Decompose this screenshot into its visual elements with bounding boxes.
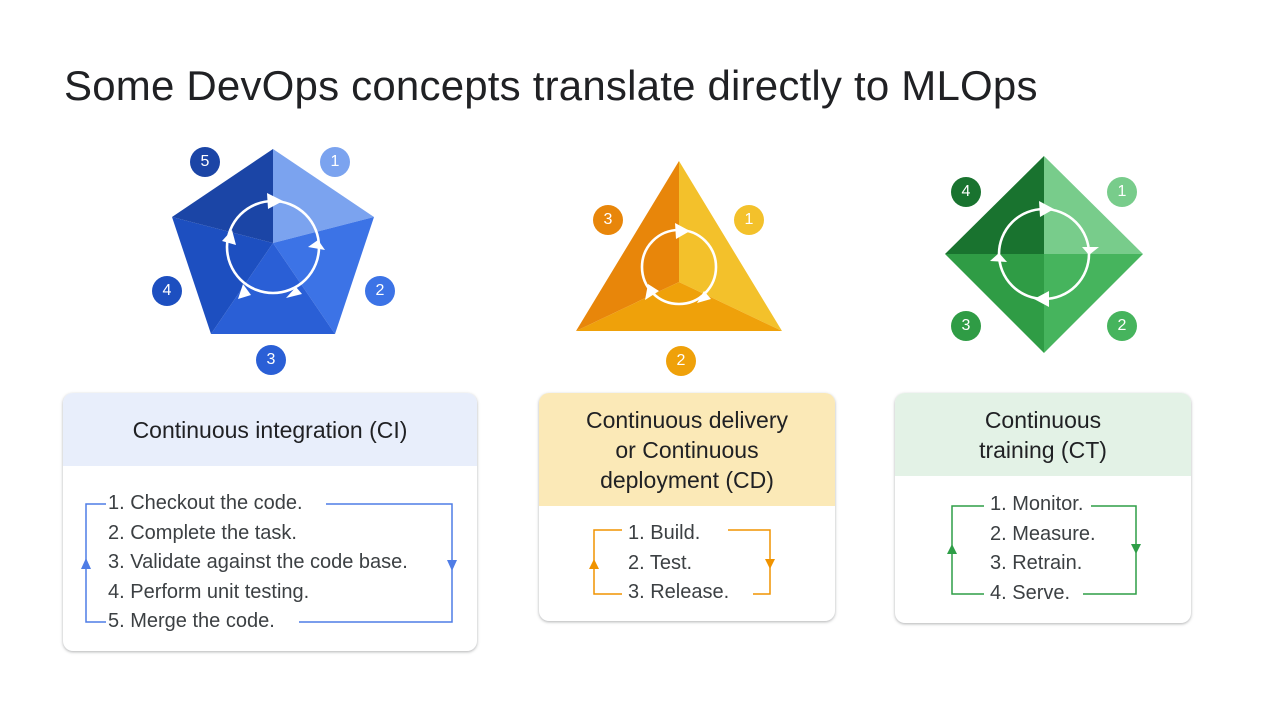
cd-heading-line: Continuous delivery — [585, 406, 788, 433]
list-item: 2. Complete the task. — [108, 521, 297, 544]
cd-heading-line: deployment (CD) — [600, 466, 774, 493]
list-item: 2. Test. — [628, 551, 693, 574]
ci-step-badge-1: 1 — [320, 147, 350, 177]
ci-card-header: Continuous integration (CI) — [63, 393, 477, 466]
list-item: 4. Perform unit testing. — [108, 580, 310, 603]
ci-step-badge-4: 4 — [152, 276, 182, 306]
ci-step-badge-2: 2 — [365, 276, 395, 306]
cd-card: Continuous delivery or Continuous deploy… — [539, 393, 835, 621]
ct-card-header: Continuous training (CT) — [895, 393, 1191, 476]
ci-step-list: 1. Checkout the code. 2. Complete the ta… — [108, 489, 408, 637]
ci-pentagon-icon — [172, 149, 374, 334]
cd-step-badge-1: 1 — [734, 205, 764, 235]
list-item: 1. Monitor. — [990, 493, 1084, 515]
list-item: 3. Validate against the code base. — [108, 551, 408, 573]
list-item: 4. Serve. — [990, 581, 1071, 604]
ci-loop-arrow — [81, 503, 457, 623]
list-item: 1. Checkout the code. — [108, 492, 303, 514]
ci-step-badge-3: 3 — [256, 345, 286, 375]
ct-step-badge-2: 2 — [1107, 311, 1137, 341]
ci-step-badge-5: 5 — [190, 147, 220, 177]
cd-triangle-icon — [576, 161, 782, 331]
ct-step-badge-1: 1 — [1107, 177, 1137, 207]
cd-loop-arrow — [589, 529, 775, 595]
ct-loop-arrow — [947, 505, 1141, 595]
list-item: 3. Release. — [628, 581, 730, 603]
ci-heading: Continuous integration (CI) — [132, 416, 408, 443]
cd-step-badge-3: 3 — [593, 205, 623, 235]
cd-card-header: Continuous delivery or Continuous deploy… — [539, 393, 835, 506]
cd-heading-line: or Continuous — [615, 436, 759, 463]
ct-diamond-icon — [945, 156, 1143, 353]
ct-heading-line: Continuous — [984, 406, 1102, 433]
cd-step-badge-2: 2 — [666, 346, 696, 376]
list-item: 5. Merge the code. — [108, 610, 275, 632]
page-title: Some DevOps concepts translate directly … — [64, 62, 1038, 109]
ct-step-badge-3: 3 — [951, 311, 981, 341]
list-item: 3. Retrain. — [990, 552, 1083, 574]
list-item: 2. Measure. — [990, 522, 1096, 545]
ct-card: Continuous training (CT) 1. Monitor. 2. … — [895, 393, 1191, 623]
cd-step-list: 1. Build. 2. Test. 3. Release. — [628, 519, 729, 608]
ct-step-badge-4: 4 — [951, 177, 981, 207]
list-item: 1. Build. — [628, 522, 701, 544]
ct-heading-line: training (CT) — [979, 436, 1107, 463]
ci-card: Continuous integration (CI) 1. Checkout … — [63, 393, 477, 651]
ct-step-list: 1. Monitor. 2. Measure. 3. Retrain. 4. S… — [990, 490, 1096, 608]
